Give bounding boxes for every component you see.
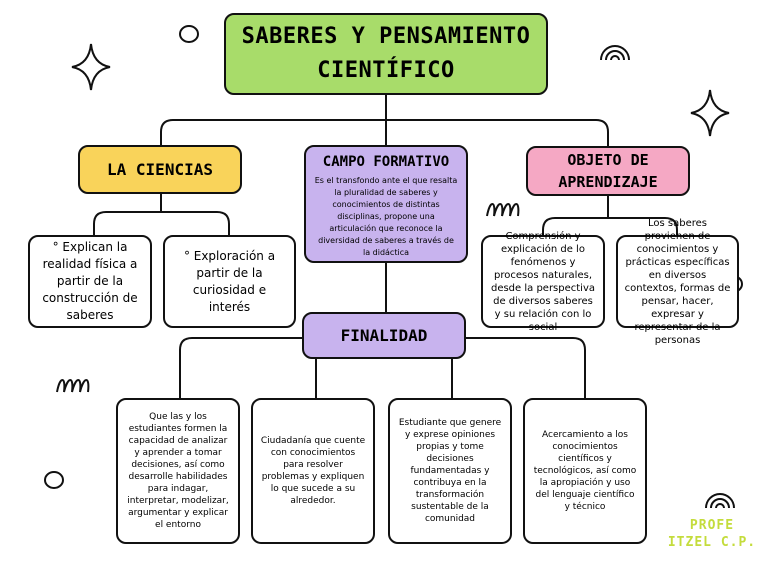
sparkle-icon (690, 89, 730, 137)
ciencias-header: LA CIENCIAS (78, 145, 242, 194)
signature-line-1: PROFE (689, 518, 735, 533)
finalidad-card: Ciudadanía que cuente con conocimientos … (251, 398, 375, 544)
campo-formativo-box: CAMPO FORMATIVO Es el transfondo ante el… (304, 145, 468, 263)
circle-doodle-icon (179, 25, 199, 43)
ciencias-card: ° Explican la realidad física a partir d… (28, 235, 152, 328)
page-title: SABERES Y PENSAMIENTO CIENTÍFICO (224, 13, 548, 95)
finalidad-card: Acercamiento a los conocimientos científ… (523, 398, 647, 544)
rainbow-arc-icon (705, 493, 735, 509)
signature-line-2: ITZEL C.P. (667, 535, 757, 550)
finalidad-header: FINALIDAD (302, 312, 466, 359)
author-signature: PROFE ITZEL C.P. (664, 517, 760, 551)
loop-doodle-icon (56, 379, 90, 393)
loop-doodle-icon (486, 203, 520, 217)
finalidad-card: Estudiante que genere y exprese opinione… (388, 398, 512, 544)
campo-formativo-header: CAMPO FORMATIVO (322, 154, 450, 170)
circle-doodle-icon (44, 471, 64, 489)
objeto-card: Los saberes provienen de conocimientos y… (616, 218, 739, 346)
sparkle-icon (71, 43, 111, 91)
objeto-aprendizaje-header: OBJETO DE APRENDIZAJE (526, 146, 690, 196)
objeto-card: Comprensión y explicación de lo fenómeno… (481, 231, 605, 333)
finalidad-card: Que las y los estudiantes formen la capa… (116, 398, 240, 544)
rainbow-arc-icon (600, 45, 630, 61)
ciencias-card: ° Exploración a partir de la curiosidad … (163, 235, 296, 328)
campo-formativo-text: Es el transfondo ante el que resalta la … (314, 176, 458, 257)
